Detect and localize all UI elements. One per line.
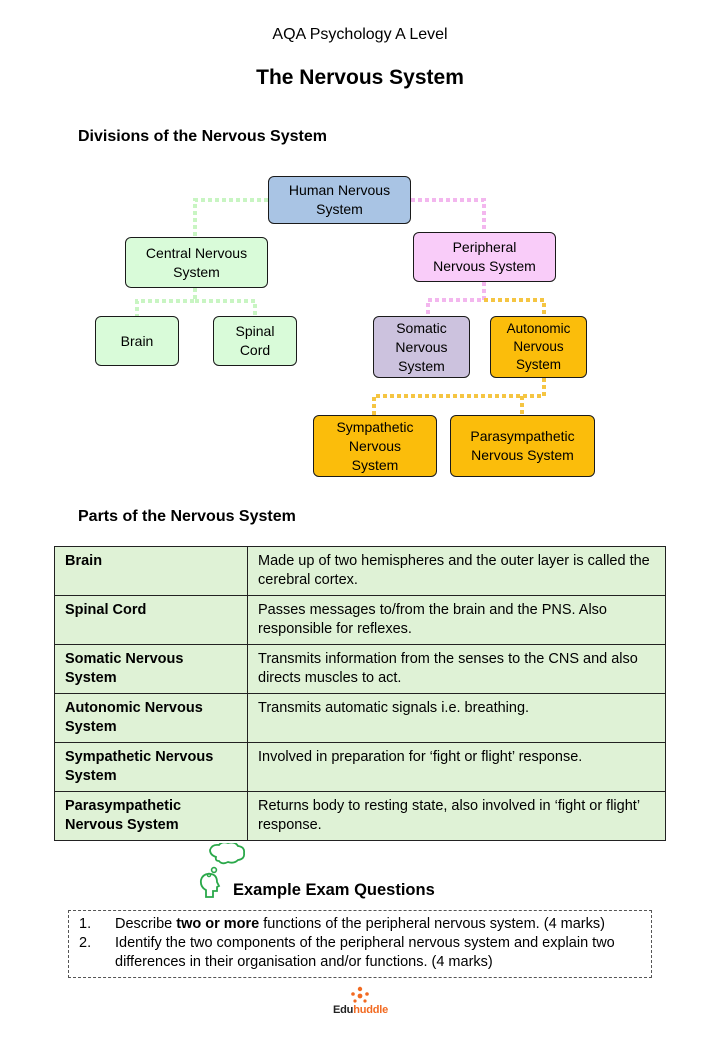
connector-human-pns [411,198,486,232]
eduhuddle-logo-icon [351,986,369,1003]
description-cell: Involved in preparation for ‘fight or fl… [247,742,666,792]
question-number: 1. [79,916,92,932]
description-cell: Returns body to resting state, also invo… [247,791,666,841]
connector-cns-children [135,288,197,316]
node-autonomic-nervous-system: Autonomic Nervous System [490,316,587,378]
list-item: 1. Describe two or more functions of the… [79,915,643,934]
connector-human-cns [193,198,268,237]
node-human-nervous-system: Human Nervous System [268,176,411,224]
page-title: The Nervous System [256,66,464,89]
term-cell: Parasympathetic Nervous System [54,791,248,841]
node-spinal-cord: Spinal Cord [213,316,297,366]
connector-autonomic-children [372,378,546,415]
table-row: Sympathetic Nervous System Involved in p… [54,742,666,792]
parts-table: Brain Made up of two hemispheres and the… [54,546,666,841]
connector-cns-spinal [195,299,257,316]
term-cell: Autonomic Nervous System [54,693,248,743]
eduhuddle-logo-text: Eduhuddle [333,1004,389,1016]
description-cell: Passes messages to/from the brain and th… [247,595,666,645]
thinking-head-icon [199,843,246,898]
connector-pns-somatic [426,282,486,316]
description-cell: Made up of two hemispheres and the outer… [247,546,666,596]
diagram-connectors [135,198,546,415]
node-central-nervous-system: Central Nervous System [125,237,268,288]
term-cell: Brain [54,546,248,596]
node-brain: Brain [95,316,179,366]
node-sympathetic-nervous-system: Sympathetic Nervous System [313,415,437,477]
term-cell: Sympathetic Nervous System [54,742,248,792]
description-cell: Transmits information from the senses to… [247,644,666,694]
node-peripheral-nervous-system: Peripheral Nervous System [413,232,556,282]
table-row: Spinal Cord Passes messages to/from the … [54,595,666,645]
connector-pns-autonomic [484,298,546,316]
table-row: Parasympathetic Nervous System Returns b… [54,791,666,841]
term-cell: Spinal Cord [54,595,248,645]
exam-heading: Example Exam Questions [233,881,435,899]
question-text: Identify the two components of the perip… [115,935,615,970]
term-cell: Somatic Nervous System [54,644,248,694]
divisions-heading: Divisions of the Nervous System [78,128,327,145]
exam-questions-box: 1. Describe two or more functions of the… [68,910,652,978]
parts-heading: Parts of the Nervous System [78,508,296,525]
node-somatic-nervous-system: Somatic Nervous System [373,316,470,378]
question-text: Describe two or more functions of the pe… [115,916,605,932]
list-item: 2. Identify the two components of the pe… [79,934,643,972]
table-row: Brain Made up of two hemispheres and the… [54,546,666,596]
description-cell: Transmits automatic signals i.e. breathi… [247,693,666,743]
table-row: Somatic Nervous System Transmits informa… [54,644,666,694]
question-number: 2. [79,935,92,951]
course-subtitle: AQA Psychology A Level [272,26,448,43]
table-row: Autonomic Nervous System Transmits autom… [54,693,666,743]
node-parasympathetic-nervous-system: Parasympathetic Nervous System [450,415,595,477]
